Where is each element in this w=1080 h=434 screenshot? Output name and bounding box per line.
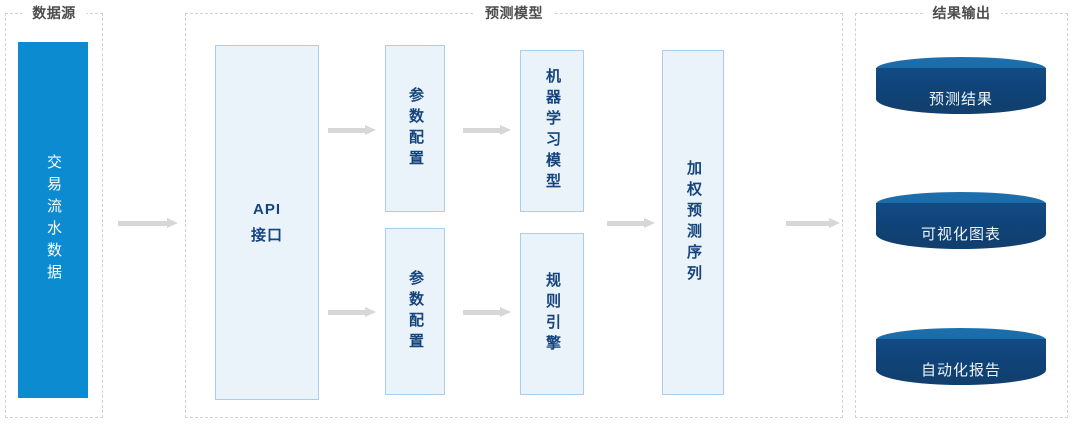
- arrow-shaft: [463, 128, 500, 133]
- node-visual-chart[interactable]: 可视化图表: [876, 192, 1046, 254]
- node-auto-report-label: 自动化报告: [920, 361, 1001, 379]
- arrow-shaft: [463, 310, 500, 315]
- node-api-interface-label-line2: 接口: [250, 226, 283, 244]
- node-transaction-data-label: 交易流水数据: [45, 154, 62, 286]
- arrow-head: [500, 125, 511, 135]
- node-api-interface-label: API 接口: [251, 197, 283, 249]
- group-title-data-source: 数据源: [22, 3, 86, 23]
- arrow-head: [167, 218, 178, 228]
- node-rule-engine[interactable]: 规则引擎: [520, 233, 584, 395]
- node-param-config-top[interactable]: 参数配置: [385, 45, 445, 212]
- group-prediction-model: 预测模型: [185, 3, 843, 418]
- node-weighted-sequence[interactable]: 加权预测序列: [662, 50, 724, 395]
- arrow-api-to-param-bottom: [328, 307, 376, 317]
- arrow-head: [829, 218, 840, 228]
- arrow-head: [365, 125, 376, 135]
- node-prediction-result-label: 预测结果: [928, 90, 993, 108]
- arrow-param-bottom-to-rule-engine: [463, 307, 511, 317]
- cylinder-body: [876, 68, 1046, 114]
- arrow-shaft: [328, 128, 365, 133]
- group-title-prediction-model: 预测模型: [475, 3, 553, 23]
- arrow-param-top-to-ml-model: [463, 125, 511, 135]
- arrow-shaft: [786, 221, 829, 226]
- arrow-shaft: [328, 310, 365, 315]
- node-api-interface-label-line1: API: [252, 200, 281, 218]
- node-param-config-bottom-label: 参数配置: [407, 269, 424, 354]
- node-auto-report[interactable]: 自动化报告: [876, 328, 1046, 390]
- arrow-source-to-api: [118, 218, 178, 228]
- arrow-api-to-param-top: [328, 125, 376, 135]
- cylinder-body: [876, 203, 1046, 249]
- arrow-head: [500, 307, 511, 317]
- node-api-interface[interactable]: API 接口: [215, 45, 319, 400]
- group-result-output: 结果输出: [855, 3, 1068, 418]
- node-ml-model-label: 机器学习模型: [544, 68, 561, 194]
- node-param-config-bottom[interactable]: 参数配置: [385, 228, 445, 395]
- node-prediction-result[interactable]: 预测结果: [876, 57, 1046, 119]
- node-rule-engine-label: 规则引擎: [544, 272, 561, 356]
- node-weighted-sequence-label: 加权预测序列: [685, 159, 702, 286]
- node-ml-model[interactable]: 机器学习模型: [520, 50, 584, 212]
- node-param-config-top-label: 参数配置: [407, 86, 424, 171]
- arrow-shaft: [118, 221, 167, 226]
- arrow-head: [365, 307, 376, 317]
- node-visual-chart-label: 可视化图表: [920, 225, 1001, 243]
- arrow-head: [644, 218, 655, 228]
- arrow-to-weighted-sequence: [607, 218, 655, 228]
- arrow-weighted-to-output: [786, 218, 840, 228]
- arrow-shaft: [607, 221, 644, 226]
- cylinder-body: [876, 339, 1046, 385]
- group-title-result-output: 结果输出: [922, 3, 1001, 23]
- node-transaction-data[interactable]: 交易流水数据: [18, 42, 88, 398]
- group-data-source: 数据源: [5, 3, 103, 418]
